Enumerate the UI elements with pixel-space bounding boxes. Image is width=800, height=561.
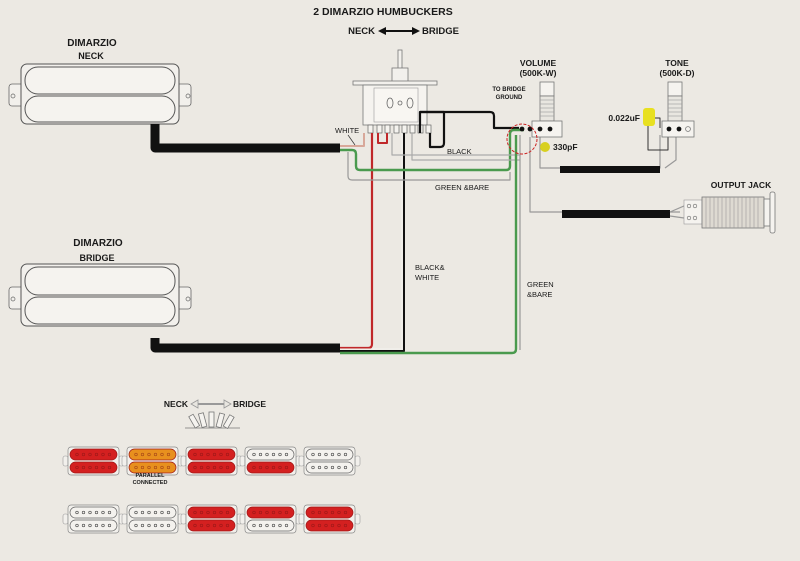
tone-pot	[661, 81, 695, 138]
coil-bottom	[69, 519, 118, 532]
wire-grey-top	[347, 152, 511, 181]
wire-black-to-volume	[420, 110, 519, 130]
wire-tone-grey	[664, 135, 677, 169]
coil-bottom	[246, 519, 295, 532]
wire-green-bare-top	[340, 128, 524, 172]
direction-neck-label: NECK	[348, 26, 375, 37]
diagram-title: 2 DIMARZIO HUMBUCKERS	[313, 6, 452, 18]
volume-pot	[519, 81, 563, 138]
coil-top	[128, 448, 177, 461]
wire-label-black-white-1: BLACK&	[415, 263, 445, 272]
volume-value: (500K-W)	[520, 68, 557, 78]
parallel-label-1: PARALLEL	[136, 473, 166, 479]
neck-pickup-brand: DIMARZIO	[67, 38, 117, 49]
cap-330pf-label: 330pF	[553, 142, 578, 152]
neck-pickup-cable	[150, 124, 340, 153]
bridge-pickup-position: BRIDGE	[79, 253, 114, 263]
ground-marker	[506, 123, 538, 155]
bridge-ground-note-1: TO BRIDGE	[492, 87, 525, 93]
wire-label-black-white-2: WHITE	[415, 273, 439, 282]
bridge-pickup	[8, 263, 192, 327]
switch-lever-icon	[185, 411, 240, 430]
direction-bridge-label: BRIDGE	[422, 26, 459, 37]
wire-white	[340, 133, 365, 147]
coil-bottom	[128, 461, 177, 474]
switch-positions-row-1	[62, 446, 361, 476]
wire-label-black: BLACK	[447, 147, 472, 156]
legend-arrow-icon	[190, 399, 232, 409]
switch-position-5-pickup	[298, 446, 361, 476]
coil-top	[69, 448, 118, 461]
switch-position-5-pickup	[298, 504, 361, 534]
legend-neck-label: NECK	[164, 399, 189, 409]
tone-label: TONE	[665, 58, 689, 68]
tone-value: (500K-D)	[660, 68, 695, 78]
bridge-pickup-brand: DIMARZIO	[73, 238, 123, 249]
cap-0022uf-label: 0.022uF	[608, 113, 640, 123]
parallel-label-2: CONNECTED	[133, 480, 168, 486]
coil-top	[246, 448, 295, 461]
coil-top	[69, 506, 118, 519]
coil-bottom	[246, 461, 295, 474]
switch-position-3-pickup	[180, 446, 243, 476]
switch-position-3-pickup	[180, 504, 243, 534]
switch-position-1-pickup	[62, 446, 125, 476]
switch-position-1-pickup	[62, 504, 125, 534]
switch-position-2-pickup	[121, 504, 184, 534]
wire-black	[418, 110, 446, 149]
wire-green-bare	[340, 135, 518, 355]
output-jack	[669, 191, 776, 234]
coil-top	[305, 448, 354, 461]
pickup-selector-switch	[352, 49, 438, 134]
output-jack-label: OUTPUT JACK	[711, 180, 772, 190]
coil-bottom	[128, 519, 177, 532]
capacitor-0022uf	[643, 108, 655, 126]
legend-bridge-label: BRIDGE	[233, 399, 266, 409]
coil-bottom	[305, 519, 354, 532]
volume-tone-cable	[560, 166, 660, 173]
wire-grey-switch-2	[411, 133, 520, 161]
wire-black-white-outline	[340, 133, 403, 350]
coil-bottom	[187, 461, 236, 474]
neck-pickup-position: NECK	[78, 51, 104, 61]
capacitor-330pf	[540, 142, 550, 152]
switch-position-4-pickup	[239, 504, 302, 534]
volume-label: VOLUME	[520, 58, 557, 68]
wire-label-white: WHITE	[335, 126, 359, 135]
wire-cap-lead-2	[653, 117, 661, 128]
coil-bottom	[69, 461, 118, 474]
switch-positions-row-2	[62, 504, 361, 534]
neck-pickup	[8, 63, 192, 125]
wire-black-white	[340, 133, 405, 352]
switch-position-2-pickup	[121, 446, 184, 476]
coil-bottom	[305, 461, 354, 474]
wire-label-green-bare-top: GREEN &BARE	[435, 183, 489, 192]
wire-red-jumper	[377, 133, 388, 144]
coil-top	[305, 506, 354, 519]
bridge-ground-note-2: GROUND	[496, 95, 523, 101]
switch-position-4-pickup	[239, 446, 302, 476]
wire-label-green-bare-1: GREEN	[527, 280, 554, 289]
wire-grey-switch	[391, 133, 520, 156]
output-cable	[562, 210, 670, 218]
wire-red	[340, 133, 374, 350]
coil-bottom	[187, 519, 236, 532]
white-leader	[347, 134, 356, 146]
bridge-pickup-cable	[150, 338, 340, 353]
coil-top	[128, 506, 177, 519]
coil-top	[187, 506, 236, 519]
wire-label-green-bare-2: &BARE	[527, 290, 552, 299]
wire-cap-lead	[647, 122, 669, 151]
coil-top	[246, 506, 295, 519]
coil-top	[187, 448, 236, 461]
direction-arrow-icon	[378, 27, 420, 35]
